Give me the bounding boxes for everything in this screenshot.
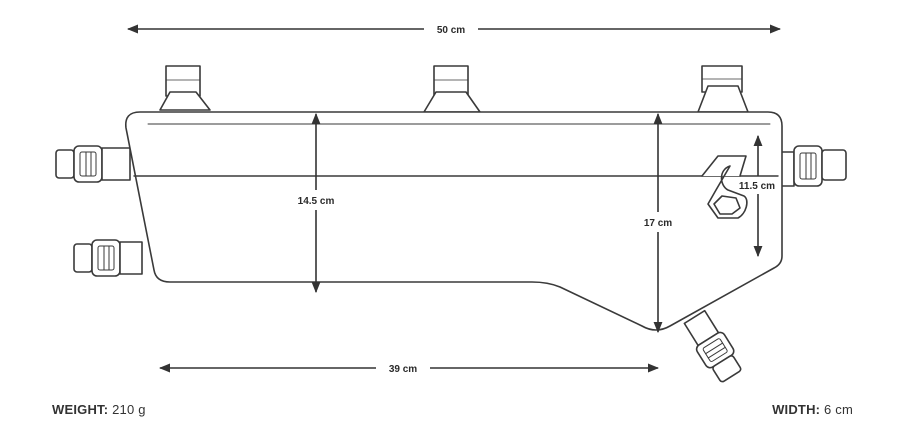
weight-label: WEIGHT:: [52, 402, 109, 417]
top-strap-rear: [697, 65, 749, 113]
left-strap-lower: [73, 239, 143, 277]
width-label: WIDTH:: [772, 402, 821, 417]
dim-label-bottom: 39 cm: [389, 364, 417, 375]
bottom-strap: [683, 309, 742, 383]
dim-label-top: 50 cm: [437, 25, 465, 36]
dim-label-front: 14.5 cm: [298, 196, 335, 207]
zipper-pull: [701, 155, 748, 219]
weight-value: 210 g: [112, 402, 146, 417]
dim-label-middle: 17 cm: [644, 218, 672, 229]
width-value: 6 cm: [824, 402, 853, 417]
top-strap-middle: [423, 65, 481, 113]
bag-body: [124, 111, 783, 331]
top-strap-front: [159, 65, 211, 111]
left-strap-upper: [55, 145, 131, 183]
dim-label-rear: 11.5 cm: [739, 181, 775, 192]
weight-spec: WEIGHT: 210 g: [52, 402, 146, 417]
width-spec: WIDTH: 6 cm: [772, 402, 853, 417]
